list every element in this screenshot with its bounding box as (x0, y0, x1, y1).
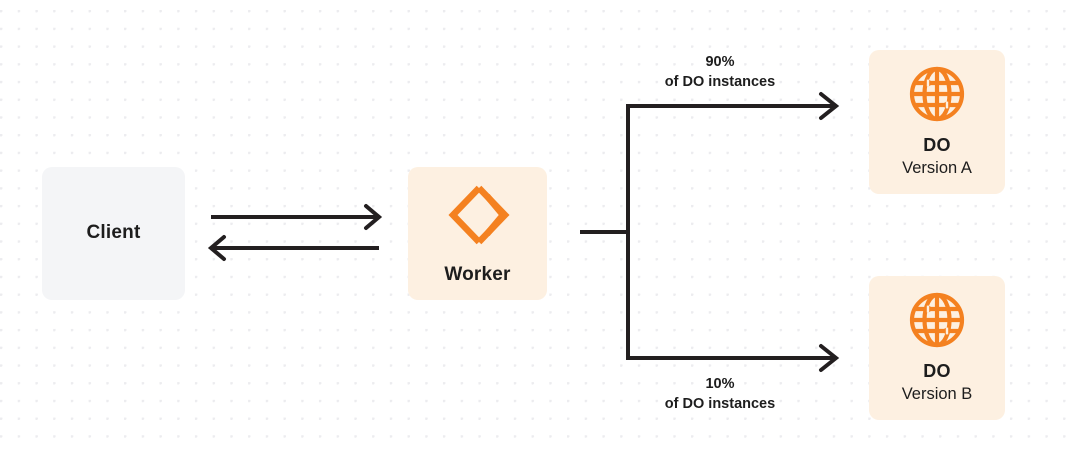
node-do-a-version: Version A (902, 159, 972, 178)
node-do-a-label: DO (923, 134, 951, 155)
durable-object-globe-icon (908, 291, 966, 349)
node-client[interactable]: Client (42, 167, 185, 300)
node-do-b-label: DO (923, 360, 951, 381)
cloudflare-workers-icon (441, 180, 515, 250)
edge-label-do-a: 90% of DO instances (590, 52, 850, 93)
edge-label-do-b: 10% of DO instances (590, 374, 850, 415)
edge-worker-to-client (207, 235, 379, 261)
edge-worker-to-do-b (626, 344, 840, 372)
node-do-b-version: Version B (901, 385, 973, 404)
durable-object-globe-icon (908, 65, 966, 123)
edge-client-to-worker (211, 204, 383, 230)
node-worker[interactable]: Worker (408, 167, 547, 300)
edge-label-do-b-text: of DO instances (664, 396, 776, 413)
node-do-version-b[interactable]: DO Version B (869, 276, 1005, 420)
node-do-version-a[interactable]: DO Version A (869, 50, 1005, 194)
edge-label-do-a-percent: 90% (705, 54, 735, 70)
edge-worker-to-do-a (626, 92, 840, 120)
edge-label-do-b-percent: 10% (705, 376, 735, 392)
edge-label-do-a-text: of DO instances (664, 74, 776, 91)
node-worker-label: Worker (444, 264, 511, 286)
node-client-label: Client (86, 222, 141, 244)
